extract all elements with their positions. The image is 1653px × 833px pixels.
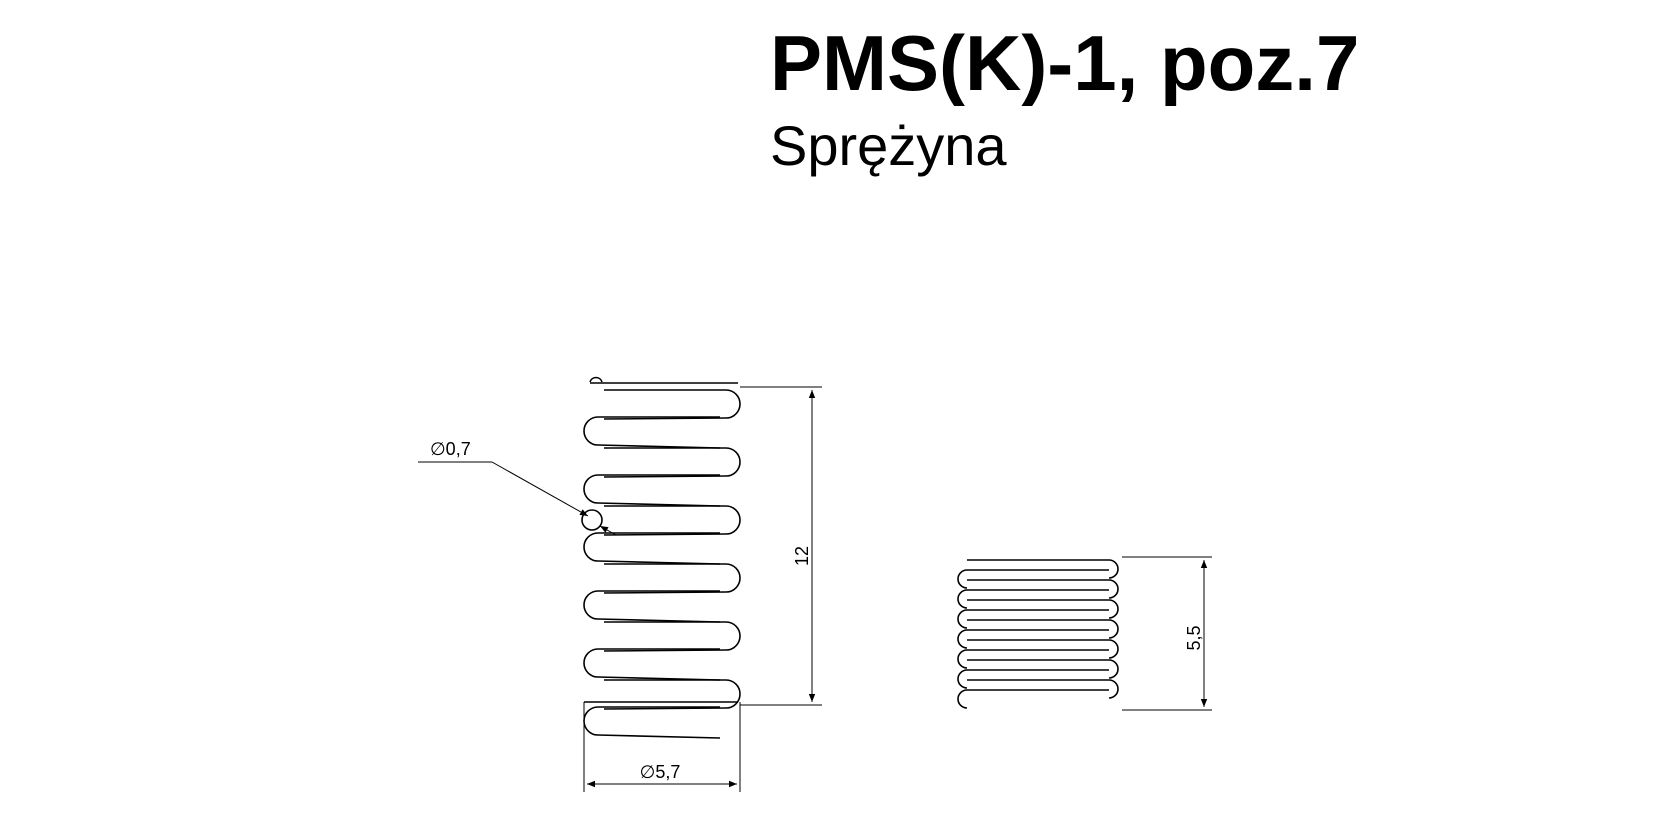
- coil-turn-right: [967, 679, 1119, 699]
- coil-turn-right: [967, 559, 1119, 579]
- wire-section-circle: [581, 509, 603, 531]
- coil-turn-right: [967, 599, 1119, 619]
- coil-left-loop: [583, 532, 721, 565]
- coil-turn-left: [957, 689, 1109, 709]
- top-end-cap: [589, 376, 603, 383]
- coil-turn-left: [957, 589, 1109, 609]
- coil-turn-right: [967, 639, 1119, 659]
- coil-turn-right: [967, 619, 1119, 639]
- drawing-title: PMS(K)-1, poz.7: [770, 19, 1360, 107]
- wire-diameter-label: ∅0,7: [430, 439, 471, 459]
- coil-right-loop: [603, 505, 741, 536]
- compressed-length-label: 5,5: [1184, 625, 1204, 650]
- compressed-length-dimension: 5,5: [1122, 556, 1212, 711]
- coil-left-loop: [583, 648, 721, 681]
- compressed-spring: [957, 559, 1119, 709]
- compressed-spring-coils: [957, 559, 1119, 709]
- coil-right-loop: [603, 447, 741, 478]
- free-spring: [581, 376, 741, 739]
- coil-turn-right: [967, 579, 1119, 599]
- coil-turn-left: [957, 609, 1109, 629]
- coil-turn-right: [967, 659, 1119, 679]
- coil-left-loop: [583, 416, 721, 449]
- coil-right-loop: [603, 389, 741, 420]
- coil-turn-left: [957, 649, 1109, 669]
- free-spring-coils: [583, 389, 741, 739]
- coil-turn-left: [957, 569, 1109, 589]
- coil-left-loop: [583, 706, 721, 739]
- outer-diameter-dimension: ∅5,7: [583, 702, 741, 792]
- coil-turn-left: [957, 669, 1109, 689]
- coil-right-loop: [603, 563, 741, 594]
- coil-left-loop: [583, 474, 721, 507]
- coil-right-loop: [603, 621, 741, 652]
- drawing-subtitle: Sprężyna: [770, 114, 1007, 177]
- wire-diameter-dimension: ∅0,7: [418, 439, 617, 536]
- free-length-dimension: 12: [740, 386, 822, 706]
- coil-right-loop: [603, 679, 741, 710]
- coil-left-loop: [583, 590, 721, 623]
- coil-turn-left: [957, 629, 1109, 649]
- free-length-label: 12: [792, 546, 812, 566]
- outer-diameter-label: ∅5,7: [640, 762, 681, 782]
